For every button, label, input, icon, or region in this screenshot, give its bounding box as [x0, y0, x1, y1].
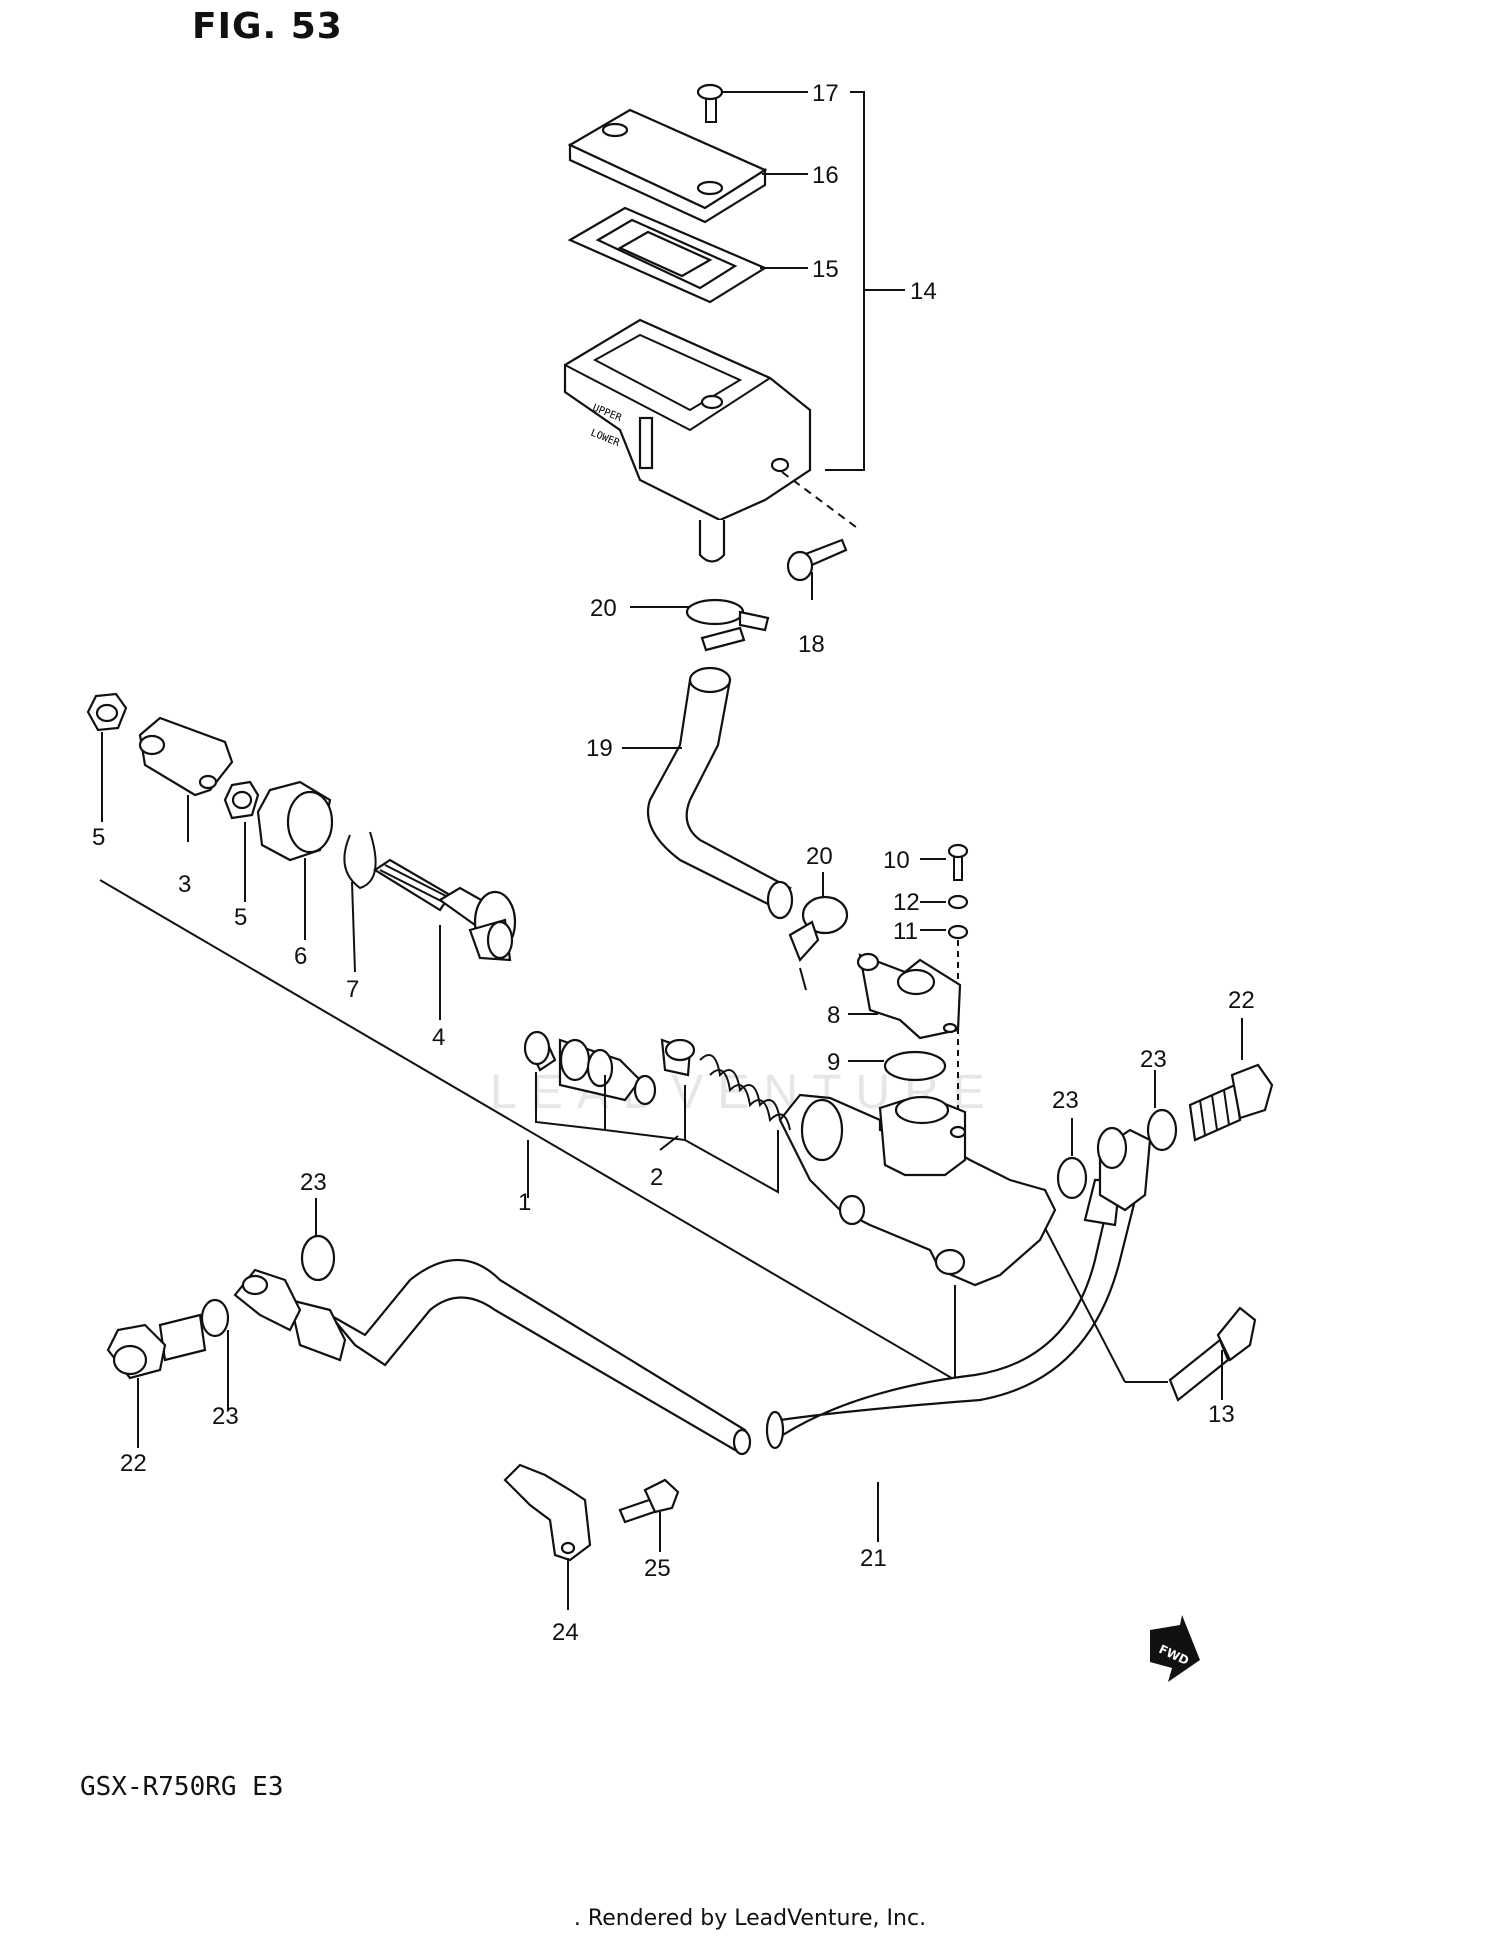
callout-3: 3	[178, 871, 191, 898]
hose-clamp-24	[503, 1463, 592, 1562]
nut-5-a	[86, 692, 128, 732]
dust-boot-6	[256, 780, 334, 862]
model-label: GSX-R750RG E3	[80, 1772, 284, 1802]
reservoir-union-8	[856, 952, 962, 1040]
callout-23-left-lower: 23	[212, 1403, 239, 1430]
fwd-arrow-icon: FWD	[1150, 1615, 1200, 1682]
bolt-13	[1168, 1306, 1257, 1402]
callout-15: 15	[812, 256, 839, 283]
bolt-25	[618, 1478, 680, 1524]
figure-title: FIG. 53	[192, 6, 343, 47]
o-ring-9	[883, 1050, 947, 1082]
callout-2: 2	[650, 1164, 663, 1191]
callout-22-right: 22	[1228, 987, 1255, 1014]
callout-20-top: 20	[590, 595, 617, 622]
callout-22-left: 22	[120, 1450, 147, 1477]
callout-4: 4	[432, 1024, 445, 1051]
clevis-3	[138, 716, 234, 797]
screw-10	[947, 843, 969, 881]
washer-23-b	[1146, 1108, 1178, 1152]
washer-23-a	[1056, 1156, 1088, 1200]
callout-9: 9	[827, 1049, 840, 1076]
callout-23-right-upper: 23	[1140, 1046, 1167, 1073]
callout-21: 21	[860, 1545, 887, 1572]
washer-12	[947, 894, 969, 910]
hose-clamp-20-lower	[788, 895, 849, 991]
clutch-hose-left	[329, 1259, 752, 1456]
callout-19: 19	[586, 735, 613, 762]
washer-23-d	[200, 1298, 230, 1338]
reservoir-hose-19	[646, 666, 794, 920]
piston-kit-2	[523, 1030, 791, 1131]
hose-clamp-20-top	[685, 598, 770, 652]
callout-23-right-lower: 23	[1052, 1087, 1079, 1114]
callout-10: 10	[883, 847, 910, 874]
callout-16: 16	[812, 162, 839, 189]
screw-17	[696, 83, 724, 123]
callout-1: 1	[518, 1189, 531, 1216]
push-rod-4	[372, 858, 517, 962]
reservoir-cap-16	[567, 108, 768, 224]
callout-25: 25	[644, 1555, 671, 1582]
callout-6: 6	[294, 943, 307, 970]
footer-credit: . Rendered by LeadVenture, Inc.	[573, 1906, 927, 1931]
master-cylinder-body	[778, 1093, 1057, 1287]
callout-20-lower: 20	[806, 843, 833, 870]
nut-5-b	[223, 780, 260, 820]
callout-18: 18	[798, 631, 825, 658]
hose-end-fitting-left	[233, 1268, 347, 1362]
svg-text:LOWER: LOWER	[589, 428, 622, 450]
reservoir-body: UPPER LOWER	[563, 318, 812, 563]
diaphragm-15	[567, 206, 768, 304]
callout-12: 12	[893, 889, 920, 916]
callout-8: 8	[827, 1002, 840, 1029]
callout-5-right: 5	[234, 904, 247, 931]
callout-5-left: 5	[92, 824, 105, 851]
banjo-bolt-22-right	[1188, 1063, 1274, 1142]
washer-11	[947, 924, 969, 940]
bolt-18	[786, 538, 848, 600]
callout-14: 14	[910, 278, 937, 305]
banjo-fitting-right	[1096, 1126, 1152, 1212]
callout-11: 11	[893, 918, 918, 945]
callout-24: 24	[552, 1619, 579, 1646]
callout-13: 13	[1208, 1401, 1235, 1428]
washer-23-c	[300, 1234, 336, 1282]
banjo-bolt-22-left	[106, 1313, 207, 1380]
callout-23-left-upper: 23	[300, 1169, 327, 1196]
circlip-7	[343, 831, 377, 973]
callout-17: 17	[812, 80, 839, 107]
callout-7: 7	[346, 976, 359, 1003]
